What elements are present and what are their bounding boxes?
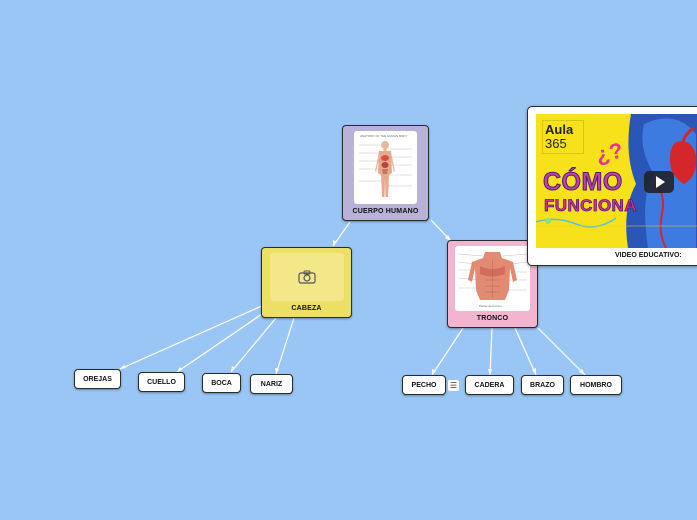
thumbnail-title-1: CÓMO bbox=[543, 168, 623, 197]
edge-tronco-cadera bbox=[489, 327, 493, 376]
subtopic-nariz[interactable]: NARIZ bbox=[250, 374, 293, 394]
subtopic-hombro[interactable]: HOMBRO bbox=[570, 375, 622, 395]
edge-cabeza-orejas bbox=[119, 304, 265, 370]
subtopic-orejas[interactable]: OREJAS bbox=[74, 369, 121, 389]
edge-cabeza-nariz bbox=[275, 317, 295, 375]
video-thumbnail[interactable]: Aula 365 ¿? CÓMO FUNCIONA bbox=[536, 114, 697, 248]
edge-tronco-pecho bbox=[431, 327, 464, 376]
subtopic-boca[interactable]: BOCA bbox=[202, 373, 241, 393]
notes-icon[interactable]: ☰ bbox=[448, 380, 459, 391]
video-label: VIDEO EDUCATIVO: bbox=[615, 252, 682, 259]
subtopic-cuello[interactable]: CUELLO bbox=[138, 372, 185, 392]
human-body-illustration bbox=[359, 141, 412, 197]
torso-illustration bbox=[457, 252, 528, 300]
edge-tronco-hombro bbox=[537, 327, 586, 376]
edge-cabeza-cuello bbox=[176, 309, 269, 373]
question-mark: ¿? bbox=[593, 137, 626, 168]
image-placeholder bbox=[269, 253, 344, 301]
edge-tronco-brazo bbox=[514, 327, 537, 376]
play-icon[interactable] bbox=[644, 171, 674, 193]
subtopic-brazo[interactable]: BRAZO bbox=[521, 375, 564, 395]
anatomy-image-caption: ANATOMY OF THE HUMAN BODY bbox=[360, 134, 408, 138]
topic-cuerpo-humano[interactable]: ANATOMY OF THE HUMAN BODY CUERPO HUMANO bbox=[342, 125, 429, 221]
edge-cabeza-boca bbox=[230, 317, 277, 373]
subtopic-pecho[interactable]: PECHO bbox=[402, 375, 446, 395]
topic-label: TRONCO bbox=[476, 315, 509, 322]
topic-label: CABEZA bbox=[291, 305, 322, 312]
subtopic-cadera[interactable]: CADERA bbox=[465, 375, 514, 395]
topic-tronco[interactable]: Partes del tronco TRONCO bbox=[447, 240, 538, 328]
aula365-logo: Aula 365 bbox=[542, 120, 584, 154]
topic-label: CUERPO HUMANO bbox=[352, 208, 419, 215]
anatomy-image: ANATOMY OF THE HUMAN BODY bbox=[354, 131, 417, 204]
video-node[interactable]: Aula 365 ¿? CÓMO FUNCIONA VIDEO EDUCATIV… bbox=[527, 106, 697, 266]
topic-cabeza[interactable]: CABEZA bbox=[261, 247, 352, 318]
torso-image-caption: Partes del tronco bbox=[479, 304, 502, 308]
camera-icon bbox=[297, 270, 316, 284]
thumbnail-title-2: FUNCIONA bbox=[544, 196, 637, 216]
torso-image: Partes del tronco bbox=[455, 246, 530, 311]
